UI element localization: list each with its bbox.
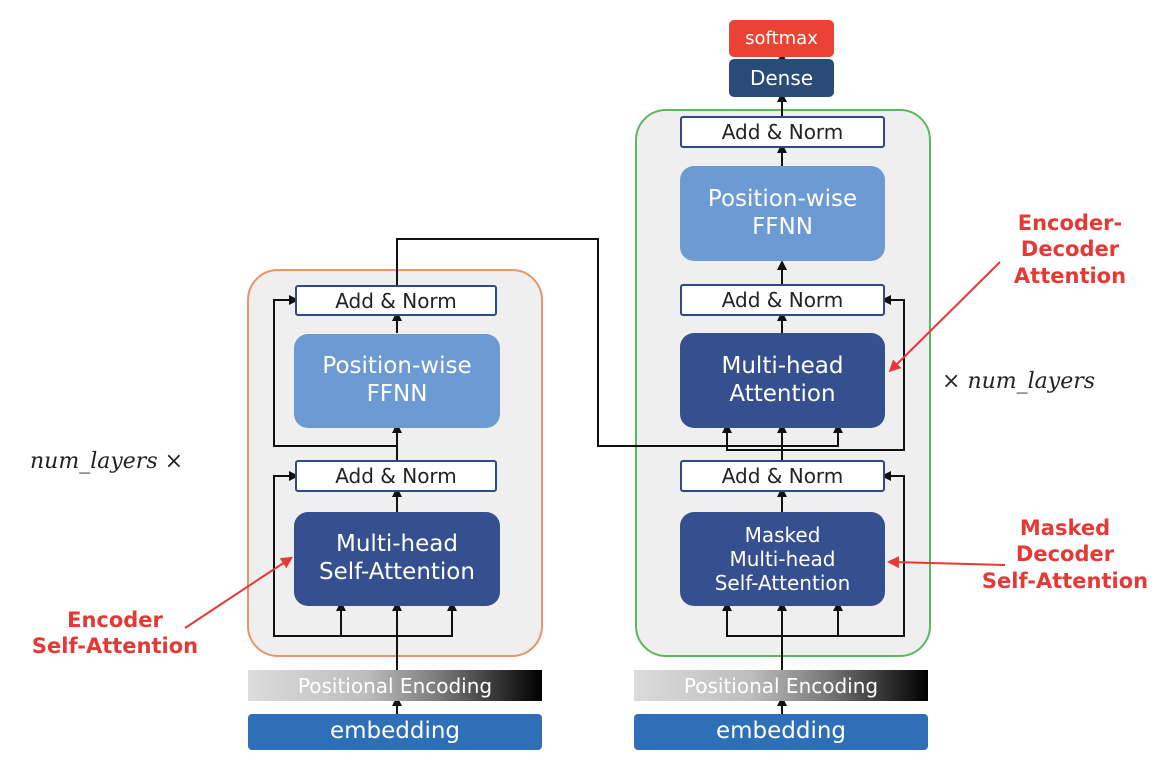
encoder-num-layers-label: num_layers × (30, 449, 183, 474)
encoder-decoder-attention-pointer (888, 261, 1001, 373)
masked-decoder-self-attention-pointer (887, 556, 1006, 569)
dec-addnorm-stem (722, 423, 783, 460)
decoder-add-norm-mid: Add & Norm (680, 284, 885, 316)
decoder-multi-head-attention: Multi-head Attention (680, 333, 885, 428)
encoder-self-attention-pointer (184, 556, 294, 629)
decoder-num-layers-var: num_layers (967, 369, 1096, 394)
encoder-decoder-attention-annotation: Encoder-Decoder Attention (1013, 211, 1127, 288)
decoder-add-norm-bottom: Add & Norm (680, 460, 885, 492)
encoder-position-wise-ffnn: Position-wise FFNN (294, 334, 500, 428)
decoder-add-norm-top: Add & Norm (680, 116, 885, 148)
dec-residual-1 (782, 471, 905, 637)
decoder-dense: Dense (729, 59, 834, 97)
encoder-add-norm-bottom: Add & Norm (295, 460, 497, 492)
decoder-softmax: softmax (729, 20, 834, 57)
decoder-repeat-times: × (942, 369, 961, 394)
decoder-position-wise-ffnn: Position-wise FFNN (680, 166, 885, 261)
encoder-embedding: embedding (248, 714, 542, 750)
decoder-positional-encoding: Positional Encoding (634, 670, 928, 701)
decoder-num-layers-label: × num_layers (942, 369, 1095, 394)
enc-residual-1 (273, 471, 397, 637)
decoder-masked-multi-head-self-attention: Masked Multi-head Self-Attention (680, 512, 885, 606)
encoder-num-layers-var: num_layers (30, 449, 158, 474)
decoder-embedding: embedding (634, 714, 928, 750)
enc-residual-2 (273, 295, 397, 447)
dec-residual-2 (782, 295, 905, 451)
dec-main-stem (722, 601, 783, 670)
enc-q-branch (397, 601, 457, 637)
enc-output-to-decoder (396, 238, 843, 447)
encoder-self-attention-annotation: Encoder Self-Attention (31, 608, 199, 659)
encoder-multi-head-self-attention: Multi-head Self-Attention (294, 512, 500, 606)
encoder-positional-encoding: Positional Encoding (248, 670, 542, 701)
masked-decoder-self-attention-annotation: Masked Decoder Self-Attention (981, 516, 1149, 593)
encoder-add-norm-top: Add & Norm (295, 285, 497, 316)
encoder-repeat-times: × (164, 449, 184, 474)
